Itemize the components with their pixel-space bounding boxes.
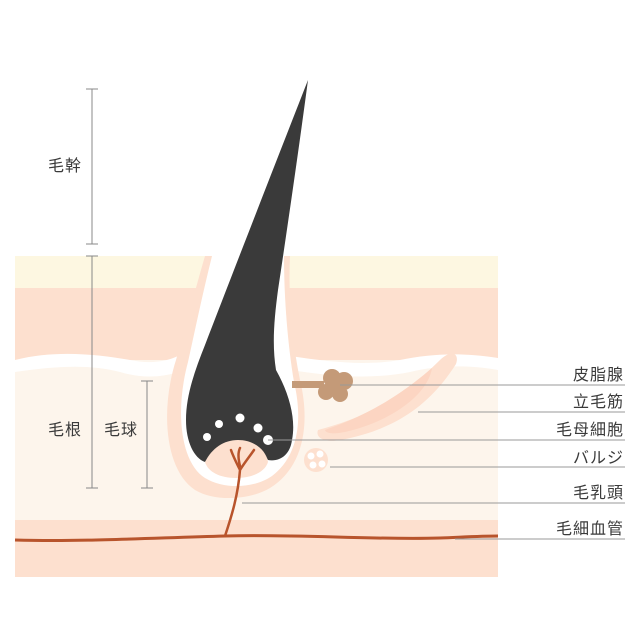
dermal-papilla (205, 440, 268, 478)
label-matrix-cells: 毛母細胞 (555, 420, 624, 439)
label-hair-shaft: 毛幹 (48, 156, 83, 175)
label-sebaceous-gland: 皮脂腺 (572, 365, 624, 384)
arrector-pili-inner (325, 368, 432, 434)
arrector-pili-muscle (317, 353, 457, 441)
bottom-dermis-layer (15, 520, 498, 577)
bulge-dot (316, 450, 324, 458)
label-bulge: バルジ (572, 448, 624, 467)
bulge-circle (304, 448, 328, 472)
hair-shaft (186, 80, 308, 462)
label-arrector-pili: 立毛筋 (572, 392, 624, 411)
label-dermal-papilla: 毛乳頭 (572, 483, 624, 502)
label-capillary: 毛細血管 (555, 519, 624, 538)
dermis-boundary (15, 353, 178, 377)
label-hair-bulb: 毛球 (104, 420, 139, 439)
bulge-dot (307, 452, 315, 460)
capillary-branch (223, 446, 256, 538)
leader-lines (242, 384, 625, 540)
bulge-dot (309, 461, 317, 469)
bulge-dot (318, 460, 326, 468)
sebaceous-gland (318, 369, 353, 402)
capillary-vessel (14, 534, 499, 543)
label-hair-root: 毛根 (48, 420, 83, 439)
sebaceous-duct (292, 381, 324, 388)
left-brackets (86, 88, 153, 489)
